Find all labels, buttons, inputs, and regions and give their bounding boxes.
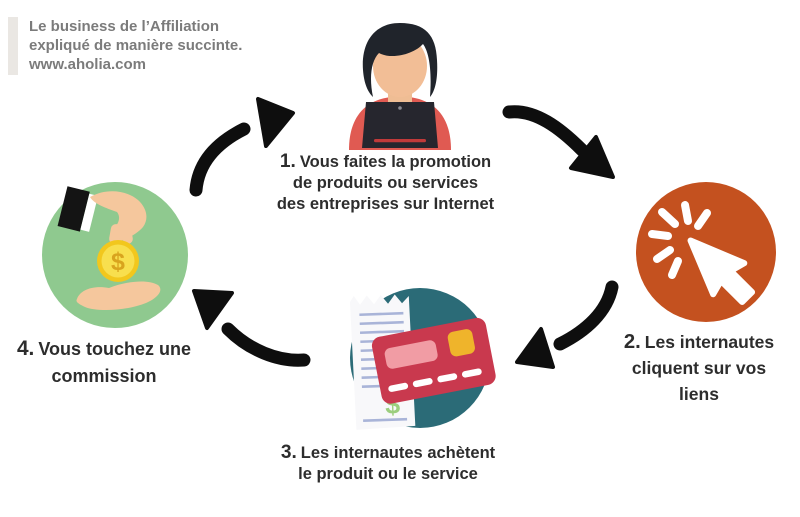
hand-giving-coin-icon: $ — [42, 182, 188, 328]
card-number-dashes — [388, 368, 482, 392]
finger — [121, 225, 133, 244]
step-1-caption: 1.Vous faites la promotion de produits o… — [276, 151, 495, 213]
step-2-number: 2. — [623, 331, 641, 353]
card-stripe — [384, 340, 438, 369]
giving-hand — [90, 191, 147, 242]
webcam-dot — [398, 106, 402, 110]
step-3-caption: 3.Les internautes achètent le produit ou… — [280, 442, 496, 483]
arrow-up-right-icon — [189, 97, 295, 197]
hair — [362, 23, 438, 97]
laptop-logo-line — [374, 139, 426, 143]
laptop — [362, 102, 438, 148]
arrow-up-left-icon — [192, 289, 311, 367]
step-3-number: 3. — [280, 442, 297, 463]
header-line-1: Le business de l’Affiliation — [29, 18, 220, 35]
header-text: Le business de l’Affiliation expliqué de… — [29, 17, 242, 75]
flow-arrows — [189, 97, 619, 369]
finger — [109, 224, 121, 244]
coin-dollar-sign: $ — [111, 248, 125, 276]
receipt-credit-card-icon: $ — [349, 288, 496, 430]
step-1-number: 1. — [279, 151, 296, 172]
header-line-2: expliqué de manière succinte. — [29, 37, 243, 54]
arrow-down-right-icon — [502, 105, 615, 179]
cursor-arrow — [687, 237, 756, 306]
click-rays — [648, 201, 711, 279]
header: Le business de l’Affiliation expliqué de… — [8, 17, 242, 75]
arrow-down-left-icon — [515, 280, 619, 369]
credit-card — [371, 317, 496, 404]
sleeve — [57, 186, 99, 232]
click-cursor-icon — [636, 182, 776, 322]
person-at-laptop-icon — [349, 23, 451, 150]
site-url: www.aholia.com — [29, 56, 146, 73]
step-4-number: 4. — [16, 337, 35, 360]
card-chip — [447, 329, 475, 357]
step-4-caption: 4.Vous touchez une commission — [16, 337, 192, 386]
header-accent-bar — [8, 17, 18, 75]
step-2-caption: 2.Les internautes cliquent sur vos liens — [623, 331, 775, 404]
receiving-palm — [76, 281, 161, 311]
